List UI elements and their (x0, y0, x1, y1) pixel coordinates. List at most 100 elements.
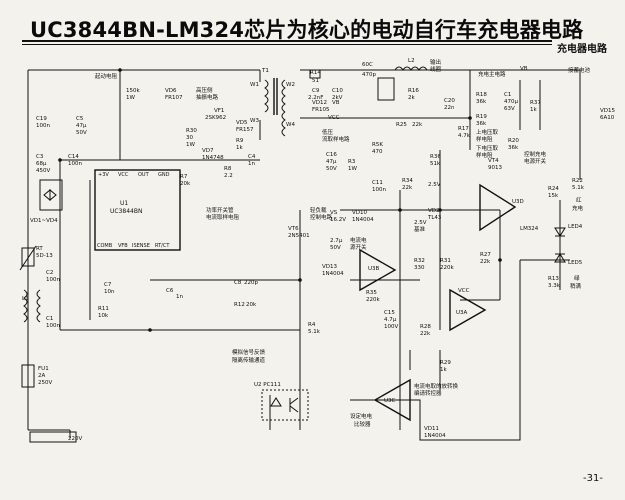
lbl-v-bot2: 样电阻 (476, 151, 493, 159)
inductor-l1 (23, 289, 28, 323)
lbl-bp-comp2: 编请转控器 (414, 389, 442, 397)
fuse-fu1 (21, 364, 35, 388)
lbl-r17-v: 4.7k (458, 133, 471, 139)
lbl-output-coil2: 线圈 (430, 65, 442, 73)
lbl-r7: R7 (180, 174, 188, 180)
lbl-fb-sample2: 流取样电路 (322, 135, 350, 143)
lbl-r22-v: 5.1k (572, 185, 585, 191)
optocoupler-u2 (261, 389, 309, 421)
wiring (27, 69, 581, 441)
lbl-r8-v: 2.2 (224, 173, 233, 179)
ac-input (19, 245, 77, 443)
lbl-red: 红 (576, 196, 582, 204)
lbl-vf1: VF1 (214, 108, 224, 114)
u1-pin-gnd: GND (158, 172, 170, 178)
lbl-c9-v: 2.2nF (308, 95, 323, 101)
lbl-bp-comp: 电流电取的放转换 (414, 382, 459, 390)
lbl-hv-absorb: 高压侧 (196, 86, 213, 94)
lbl-v-top: 上电压取 (476, 128, 499, 136)
lbl-r150k: 150k (126, 88, 140, 94)
lbl-fu1-v: 2A (38, 373, 45, 379)
u1-ref: U1 (120, 200, 128, 207)
lbl-r27-v: 22k (480, 259, 491, 265)
u1-part: UC3844BN (110, 208, 142, 215)
lbl-r32: R32 (414, 258, 425, 264)
lbl-rk: R5K (372, 142, 383, 148)
lbl-charge-main: 充电主电路 (478, 70, 506, 78)
lbl-vd10-part: 1N4004 (352, 217, 374, 223)
lbl-r13-v: 3.3k (548, 283, 561, 289)
lbl-w3: W3 (250, 118, 259, 124)
lbl-c8-v: 220p (244, 280, 258, 286)
opamp-u3b (359, 248, 397, 292)
lbl-c16-v: 47μ (326, 159, 337, 165)
lbl-r11-v: 10k (98, 313, 109, 319)
title-rule-thin (22, 44, 552, 45)
lbl-r7-v: 20k (180, 181, 191, 187)
lbl-pwr-switch2: 电流取样电阻 (206, 213, 240, 221)
lbl-sw-fan2: 电源开关 (524, 157, 547, 165)
lbl-lm324: LM324 (520, 226, 539, 232)
page-number: -31- (583, 473, 603, 484)
lbl-c19: C19 (36, 116, 47, 122)
lbl-r35: R35 (366, 290, 377, 296)
lbl-vd2: VD2 (428, 208, 440, 214)
lbl-bp-cmp: 设定电电 (350, 412, 373, 420)
lbl-r30: R30 (186, 128, 197, 134)
lbl-c5-v2: 50V (76, 130, 87, 136)
lbl-u3d: U3D (512, 199, 524, 205)
lbl-r9: R9 (236, 138, 244, 144)
lbl-c8: C8 (234, 280, 242, 286)
lbl-v-top2: 样电阻 (476, 135, 493, 143)
lbl-v25: 2.5V (428, 182, 441, 188)
u1-pin-comb: COMB (97, 243, 113, 249)
lbl-c5-v: 47μ (76, 123, 87, 129)
page-title: UC3844BN-LM324芯片为核心的电动自行车充电器电路 (30, 18, 584, 42)
lbl-r30-v2: 1W (186, 142, 195, 148)
thermistor-rt (21, 247, 35, 267)
lbl-r29: R29 (440, 360, 451, 366)
lbl-rt-v: 5D-13 (36, 253, 53, 259)
lbl-r31-v: 220k (440, 265, 454, 271)
lbl-c6-v: 1n (176, 294, 183, 300)
lbl-batt: 接蓄电池 (568, 66, 591, 74)
lbl-rt: RT (36, 246, 43, 252)
lbl-w2: W2 (286, 82, 295, 88)
junctions (58, 68, 502, 332)
lbl-r37: R37 (530, 100, 541, 106)
lbl-fb-sample: 低压 (322, 128, 334, 136)
lbl-u3a: U3A (456, 310, 468, 316)
lbl-bp-cmp2: 比较器 (354, 420, 371, 428)
lbl-r25-v: 22k (412, 122, 423, 128)
lbl-r16-v: 2k (408, 95, 415, 101)
component-labels: 起动电阻 150k 1W VD6 FR107 高压侧 抽振电路 VF1 2SK9… (22, 58, 615, 442)
lbl-t1: T1 (261, 68, 269, 74)
lbl-analog-fb: 模拟信号反馈 (232, 348, 266, 356)
lbl-green: 绿 (574, 274, 580, 282)
lbl-r29-v: 1k (440, 367, 447, 373)
lbl-r25: R25 (396, 122, 407, 128)
lbl-r9-v: 1k (236, 145, 243, 151)
lbl-analog-fb2: 隔离传输通道 (232, 356, 266, 364)
lbl-vd5: VD5 (236, 120, 248, 126)
lbl-output-coil: 输出 (430, 58, 441, 66)
lbl-c60-v: 470p (362, 72, 376, 78)
lbl-l1: L1 (22, 296, 29, 302)
lbl-over-prot2: 源开关 (350, 243, 367, 251)
lbl-r36: R36 (430, 154, 441, 160)
lbl-vb: VB (332, 100, 340, 106)
lbl-c1: C1 (504, 92, 511, 98)
lbl-c5: C5 (76, 116, 84, 122)
lbl-r35-v: 220k (366, 297, 380, 303)
lbl-vd5-part: FR157 (236, 127, 254, 133)
lbl-hv-absorb2: 抽振电路 (196, 93, 219, 101)
lbl-r14: R14 (310, 70, 321, 76)
lbl-r4: R4 (308, 322, 316, 328)
lbl-vt6: VT6 (288, 226, 299, 232)
lbl-r22: R22 (572, 178, 583, 184)
lbl-r18-v: 36k (476, 99, 487, 105)
lbl-r28-v: 22k (420, 331, 431, 337)
lbl-u2: U2 PC111 (254, 382, 281, 388)
